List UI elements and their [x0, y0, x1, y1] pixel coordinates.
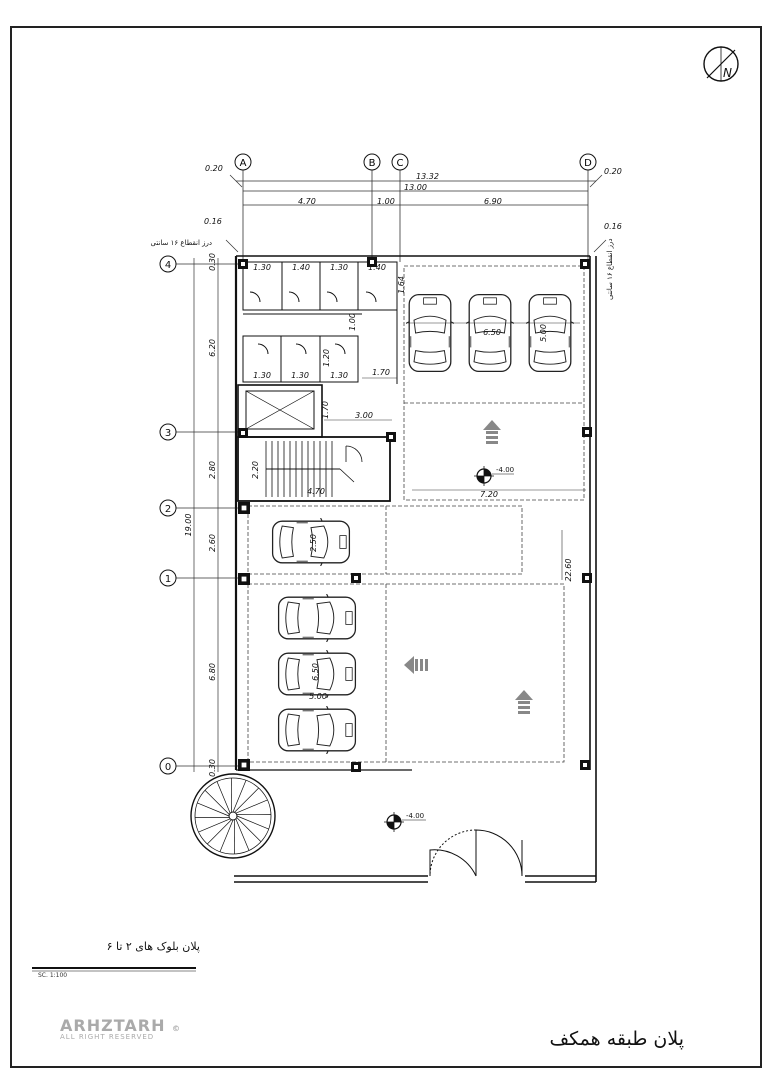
bay-left-height: 5.00 — [309, 692, 327, 701]
grid-col-a: A — [240, 158, 247, 169]
arrow-up-icon — [515, 690, 533, 714]
grid-row-2: 2 — [165, 504, 171, 515]
joint-note-left: درز انقطاع ۱۶ سانتی — [151, 239, 212, 247]
bay-top-width: 6.50 — [483, 328, 501, 337]
grid-col-d: D — [584, 158, 592, 169]
level-marker-parking: -4.00 — [474, 466, 514, 486]
scale-label: SC. 1:100 — [38, 972, 68, 979]
grid-rows — [176, 263, 243, 767]
logo-name: ARHZTARH — [60, 1016, 166, 1035]
north-label: N — [723, 66, 732, 80]
spiral-tread — [219, 819, 234, 852]
storage-dim-4: 1.40 — [368, 263, 386, 272]
storage-rooms — [242, 261, 398, 384]
level-parking-label: -4.00 — [496, 466, 514, 474]
dim-right-offset: 0.20 — [604, 167, 622, 176]
left-dimensions — [193, 258, 219, 772]
storage-dim-2: 1.40 — [292, 263, 310, 272]
spiral-tread — [198, 818, 231, 833]
drawing-frame — [10, 26, 762, 1068]
grid-columns: A B C D — [234, 153, 597, 262]
grid-col-b: B — [369, 158, 376, 169]
dim-gap-left: 0.16 — [204, 217, 222, 226]
dim-overall: 13.00 — [404, 183, 427, 192]
storage-dim-7: 1.30 — [330, 371, 348, 380]
joint-note-right: درز انقطاع ۱۶ سانتی — [606, 239, 614, 300]
dim-overall-outer: 13.32 — [416, 172, 439, 181]
grid-row-0: 0 — [165, 762, 171, 773]
dim-top-edge: 0.30 — [208, 253, 217, 271]
dim-left-offset: 0.20 — [205, 164, 223, 173]
dim-seg-cd: 6.90 — [484, 197, 502, 206]
level-yard-label: -4.00 — [406, 812, 424, 820]
building-outline — [234, 255, 597, 883]
spiral-tread — [234, 787, 259, 813]
block-plan-subtitle: پلان بلوک های ۲ تا ۶ — [106, 940, 200, 953]
traffic-arrows — [404, 420, 533, 714]
logo-copyright: © — [172, 1024, 182, 1033]
storage-dim-1: 1.30 — [253, 263, 271, 272]
storage-dim-6: 1.30 — [291, 371, 309, 380]
spiral-tread — [235, 799, 268, 814]
grid-row-4: 4 — [165, 260, 171, 271]
dim-gap-right: 0.16 — [604, 222, 622, 231]
storage-dim-v2: 1.00 — [348, 313, 357, 331]
dim-left-total: 19.00 — [184, 514, 193, 537]
dim-bottom-edge: 0.30 — [208, 759, 217, 777]
lobby-dim: 3.00 — [355, 411, 373, 420]
stair-dim-w: 4.70 — [307, 487, 325, 496]
level-marker-yard: -4.00 — [384, 812, 426, 832]
spiral-tread — [204, 790, 230, 815]
stair-dim-v: 2.20 — [251, 461, 260, 479]
spiral-tread — [236, 815, 269, 830]
logo-rights: ALL RIGHT RESERVED — [60, 1033, 155, 1041]
dim-r2-r1: 2.60 — [208, 534, 217, 552]
elevator-dim: 1.70 — [321, 401, 330, 419]
grid-col-c: C — [397, 158, 404, 169]
grid-row-1: 1 — [165, 574, 171, 585]
storage-dim-v3: 1.20 — [322, 349, 331, 367]
spiral-tread — [235, 818, 250, 851]
spiral-tread — [197, 802, 230, 817]
spiral-stair — [190, 773, 276, 859]
bay-middle-height: 2.50 — [309, 534, 318, 552]
page-title: پلان طبقه همکف — [549, 1028, 684, 1050]
arrow-up-icon — [483, 420, 501, 444]
stairwell — [237, 436, 391, 502]
dim-seg-ab: 4.70 — [298, 197, 316, 206]
dim-r4-r3: 6.20 — [208, 339, 217, 357]
elevator-shaft — [237, 384, 323, 438]
north-arrow-icon: N — [703, 46, 739, 82]
spiral-tread — [207, 819, 232, 845]
parking-bays — [247, 265, 585, 763]
entry-doors — [429, 829, 523, 877]
dim-right-total: 22.60 — [564, 559, 573, 582]
storage-dim-w2: 1.70 — [372, 368, 390, 377]
arrow-left-icon — [404, 656, 428, 674]
spiral-tread — [232, 780, 247, 813]
spiral-tread — [216, 781, 231, 814]
dim-r1-r0: 6.80 — [208, 663, 217, 681]
dim-r3-r2: 2.80 — [208, 461, 217, 479]
spiral-tread — [236, 817, 262, 842]
dim-seg-bc: 1.00 — [377, 197, 395, 206]
top-dimensions — [225, 174, 607, 253]
watermark-logo: ARHZTARH © ALL RIGHT RESERVED — [60, 1016, 181, 1041]
bay-left-width: 6.50 — [311, 663, 320, 681]
storage-dim-5: 1.30 — [253, 371, 271, 380]
bay-top-height: 5.00 — [539, 324, 548, 342]
grid-row-3: 3 — [165, 428, 171, 439]
driveway-width: 7.20 — [480, 490, 498, 499]
storage-dim-3: 1.30 — [330, 263, 348, 272]
storage-dim-v1: 1.64 — [397, 276, 406, 294]
